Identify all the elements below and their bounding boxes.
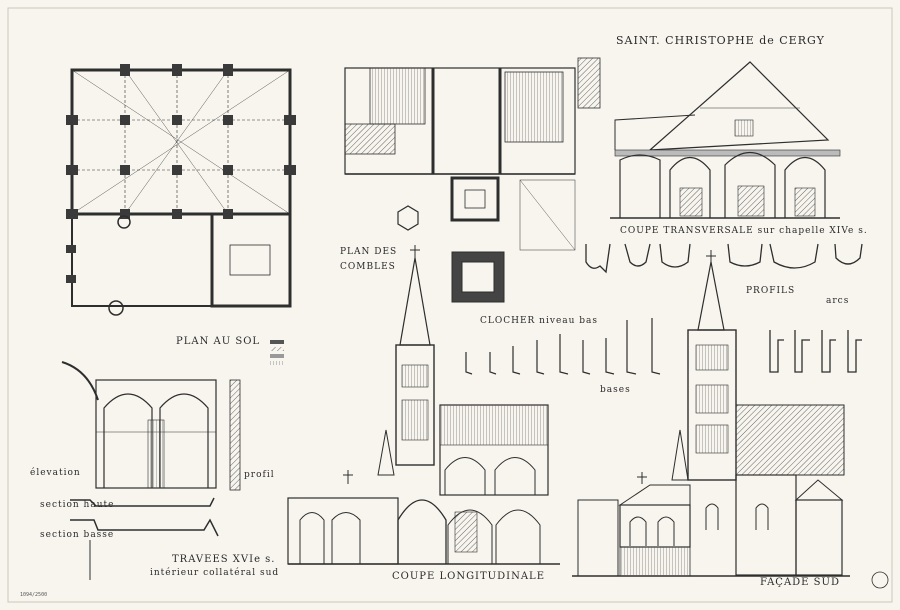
label-coupe-longitudinale: COUPE LONGITUDINALE xyxy=(392,571,545,582)
label-combles: COMBLES xyxy=(340,262,396,272)
clocher-plan-drawing xyxy=(451,251,505,303)
label-arcs: arcs xyxy=(826,296,850,306)
label-coupe-transversale: COUPE TRANSVERSALE sur chapelle XIVe s. xyxy=(620,226,868,236)
profils-arcs-drawing xyxy=(585,243,863,373)
coupe-longitudinale-drawing xyxy=(287,245,560,565)
travees-elevation-drawing xyxy=(61,361,241,580)
label-profil: profil xyxy=(244,470,275,480)
label-bases: bases xyxy=(600,385,631,395)
profils-bases-drawing xyxy=(465,318,661,375)
label-facade-sud: FAÇADE SUD xyxy=(760,577,840,588)
label-interieur-collateral: intérieur collatéral sud xyxy=(150,568,280,578)
label-section-basse: section basse xyxy=(40,530,115,540)
archive-reference: 1094/2500 xyxy=(20,592,48,598)
facade-sud-drawing xyxy=(572,250,889,589)
plan-des-combles-drawing xyxy=(344,57,601,251)
label-plan-des: PLAN DES xyxy=(340,247,398,257)
label-profils: PROFILS xyxy=(746,286,796,296)
sheet-title: SAINT. CHRISTOPHE de CERGY xyxy=(616,34,825,47)
plan-legend xyxy=(270,340,284,365)
label-elevation: élevation xyxy=(30,468,81,478)
label-plan-au-sol: PLAN AU SOL xyxy=(176,336,261,347)
label-section-haute: section haute xyxy=(40,500,115,510)
label-clocher: CLOCHER niveau bas xyxy=(480,316,599,326)
label-travees: TRAVEES XVIe s. xyxy=(172,554,276,565)
plan-au-sol-drawing xyxy=(66,64,296,316)
coupe-transversale-drawing xyxy=(610,61,841,219)
